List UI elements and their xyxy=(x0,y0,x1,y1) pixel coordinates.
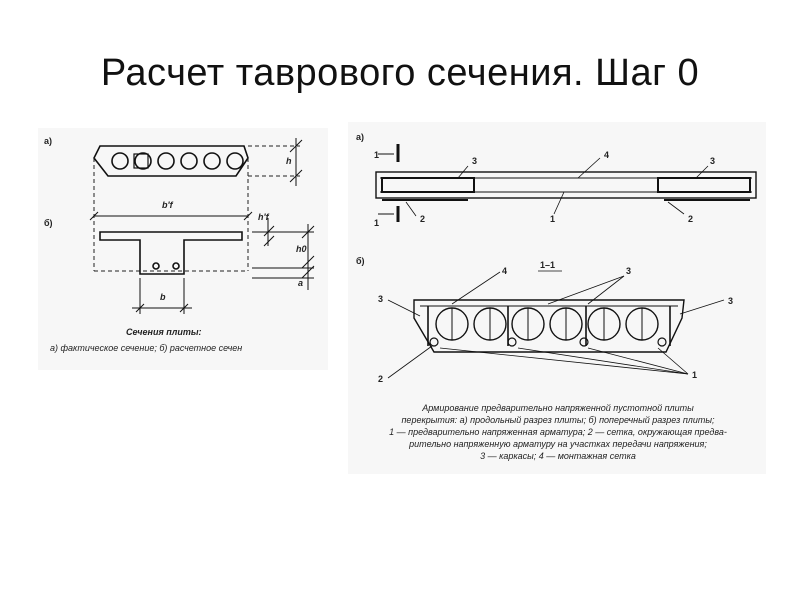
caption-line: 3 — каркасы; 4 — монтажная сетка xyxy=(480,451,636,461)
left-caption-title: Сечения плиты: xyxy=(126,327,202,337)
right-label-a: а) xyxy=(356,132,364,142)
dim-a-label: a xyxy=(298,278,303,288)
hollow-core xyxy=(180,152,198,170)
dim-bf-label: b'f xyxy=(162,200,174,210)
callout-1: 1 xyxy=(374,150,379,160)
cross-section-drawing: а) б) h xyxy=(44,136,315,314)
dim-h0-label: h0 xyxy=(296,244,307,254)
left-caption-text: а) фактическое сечение; б) расчетное сеч… xyxy=(50,343,243,353)
dim-h-label: h xyxy=(286,156,292,166)
hollow-core xyxy=(226,152,244,170)
caption-line: рительно напряженную арматуру на участка… xyxy=(409,439,707,449)
callout-3: 3 xyxy=(728,296,733,306)
hollow-core xyxy=(134,152,152,170)
left-figure-panel: а) б) h xyxy=(38,128,328,370)
right-figure-panel: а) 1 1 3 4 3 2 1 2 xyxy=(348,122,766,474)
callout-2: 2 xyxy=(378,374,383,384)
callout-1: 1 xyxy=(374,218,379,228)
callout-2: 2 xyxy=(420,214,425,224)
callout-3: 3 xyxy=(378,294,383,304)
caption-line: Армирование предварительно напряженной п… xyxy=(422,403,694,413)
cross-section xyxy=(413,299,685,353)
slide-title: Расчет таврового сечения. Шаг 0 xyxy=(100,52,700,94)
right-caption: Армирование предварительно напряженной п… xyxy=(356,402,760,462)
section-label: 1–1 xyxy=(540,260,555,270)
callout-4: 4 xyxy=(502,266,507,276)
callout-3: 3 xyxy=(626,266,631,276)
hollow-core xyxy=(157,152,175,170)
callout-1: 1 xyxy=(550,214,555,224)
right-label-b: б) xyxy=(356,256,365,266)
design-section xyxy=(99,231,243,275)
reinforcement-drawing: а) 1 1 3 4 3 2 1 2 xyxy=(356,132,757,384)
longitudinal-section xyxy=(375,144,757,222)
callout-4: 4 xyxy=(604,150,609,160)
caption-line: перекрытия: а) продольный разрез плиты; … xyxy=(401,415,715,425)
hollow-core xyxy=(111,152,129,170)
callout-3: 3 xyxy=(710,156,715,166)
actual-section xyxy=(93,145,249,177)
dim-hf-label: h'f xyxy=(258,212,270,222)
callout-2: 2 xyxy=(688,214,693,224)
caption-line: 1 — предварительно напряженная арматура;… xyxy=(389,427,727,437)
dim-b-label: b xyxy=(160,292,166,302)
label-b: б) xyxy=(44,218,53,228)
callout-1: 1 xyxy=(692,370,697,380)
hollow-core xyxy=(203,152,221,170)
callout-3: 3 xyxy=(472,156,477,166)
label-a: а) xyxy=(44,136,52,146)
